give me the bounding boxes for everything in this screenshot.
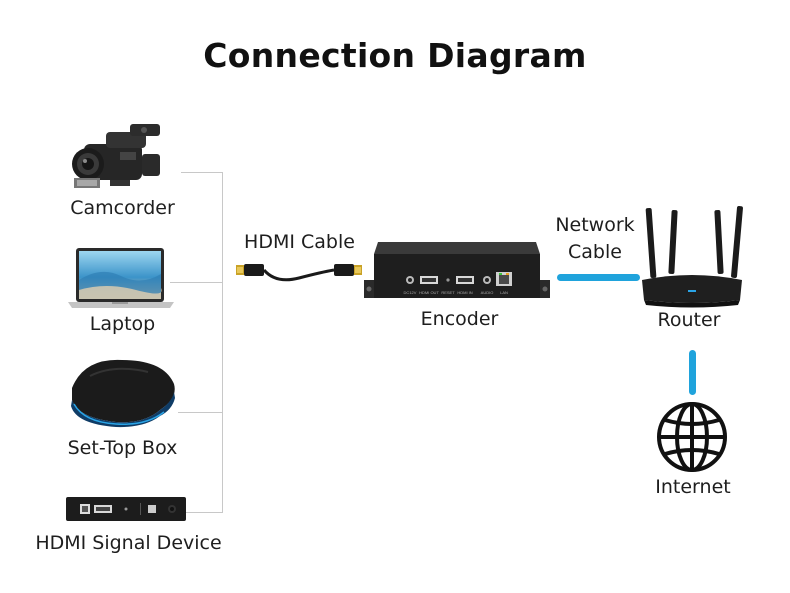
internet-link: [689, 350, 696, 395]
hdmi-cable-icon: [236, 264, 362, 282]
router-icon: [642, 206, 743, 308]
encoder-port-hdmi-in-text: HDMI IN: [457, 290, 472, 295]
network-cable-label: Network Cable: [555, 214, 635, 263]
encoder-port-reset-text: RESET: [441, 290, 455, 295]
encoder-port-hdmi-out-text: HDMI OUT: [419, 290, 439, 295]
router-label: Router: [657, 309, 721, 331]
camcorder-label: Camcorder: [70, 197, 175, 219]
encoder-icon: DC12V HDMI OUT RESET HDMI IN AUDIO LAN: [364, 242, 550, 298]
bracket-top: [181, 172, 223, 173]
laptop-label: Laptop: [89, 313, 156, 335]
encoder-port-audio-text: AUDIO: [481, 290, 494, 295]
hdmi-cable-label: HDMI Cable: [244, 231, 355, 253]
bracket-bottom: [186, 512, 223, 513]
encoder-label: Encoder: [420, 308, 499, 330]
encoder-port-dc-text: DC12V: [404, 290, 417, 295]
set-top-box-label: Set-Top Box: [67, 437, 178, 459]
page-title: Connection Diagram: [203, 36, 587, 75]
hdmi-device-icon: [66, 497, 186, 521]
laptop-icon: [68, 248, 174, 308]
hdmi-device-label: HDMI Signal Device: [35, 532, 222, 554]
camcorder-icon: [72, 124, 160, 188]
set-top-box-icon: [71, 359, 175, 428]
bracket-laptop: [170, 282, 223, 283]
globe-icon: [657, 402, 727, 472]
internet-label: Internet: [655, 476, 731, 498]
bracket-settop: [178, 412, 223, 413]
network-cable-link: [557, 274, 640, 281]
bracket-vertical: [222, 172, 223, 513]
encoder-port-lan-text: LAN: [500, 290, 508, 295]
